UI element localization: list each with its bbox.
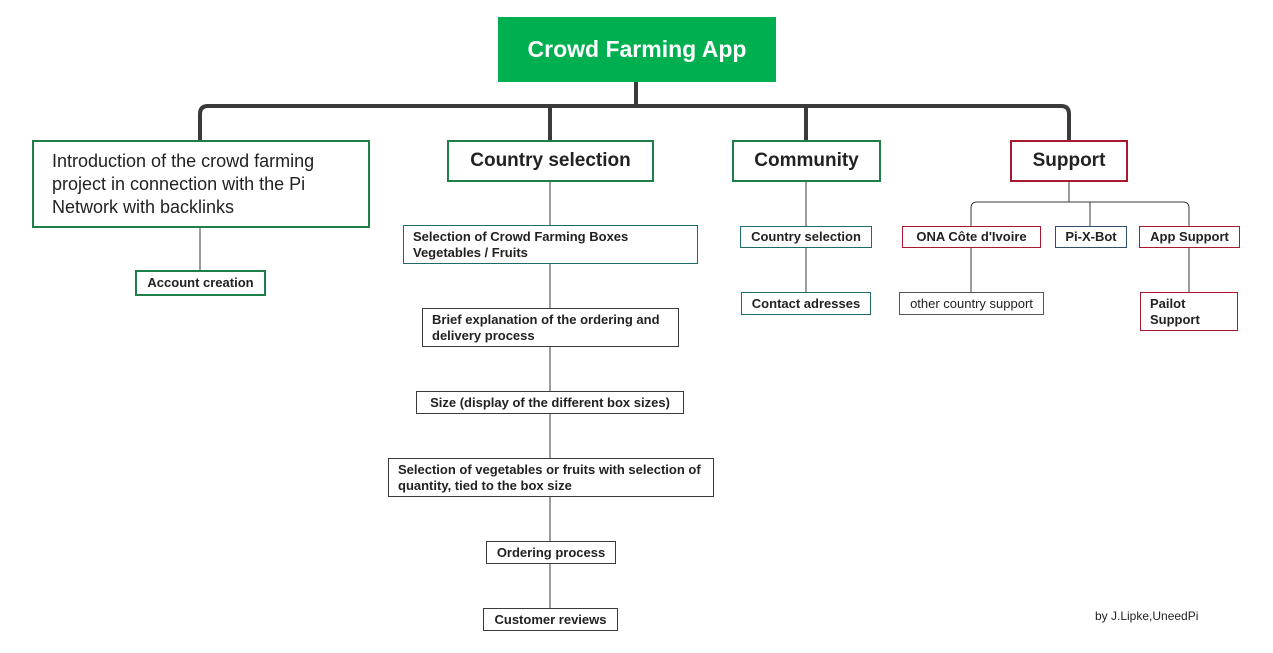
line-support-bus xyxy=(970,201,1190,226)
country-selection-node: Country selection xyxy=(447,140,654,182)
ona-cote-divoire-node: ONA Côte d'Ivoire xyxy=(902,226,1041,248)
other-country-support-node: other country support xyxy=(899,292,1044,315)
crowd-farming-boxes-node: Selection of Crowd Farming Boxes Vegetab… xyxy=(403,225,698,264)
intro-node: Introduction of the crowd farming projec… xyxy=(32,140,370,228)
top-bus xyxy=(198,104,1071,142)
support-node: Support xyxy=(1010,140,1128,182)
contact-adresses-node: Contact adresses xyxy=(741,292,871,315)
account-creation-node: Account creation xyxy=(135,270,266,296)
ordering-explanation-node: Brief explanation of the ordering and de… xyxy=(422,308,679,347)
pailot-support-node: Pailot Support xyxy=(1140,292,1238,331)
customer-reviews-node: Customer reviews xyxy=(483,608,618,631)
root-node: Crowd Farming App xyxy=(498,17,776,82)
author-credit: by J.Lipke,UneedPi xyxy=(1095,609,1199,623)
box-size-node: Size (display of the different box sizes… xyxy=(416,391,684,414)
community-node: Community xyxy=(732,140,881,182)
pi-x-bot-node: Pi-X-Bot xyxy=(1055,226,1127,248)
community-country-selection-node: Country selection xyxy=(740,226,872,248)
ordering-process-node: Ordering process xyxy=(486,541,616,564)
vegetable-selection-node: Selection of vegetables or fruits with s… xyxy=(388,458,714,497)
app-support-node: App Support xyxy=(1139,226,1240,248)
